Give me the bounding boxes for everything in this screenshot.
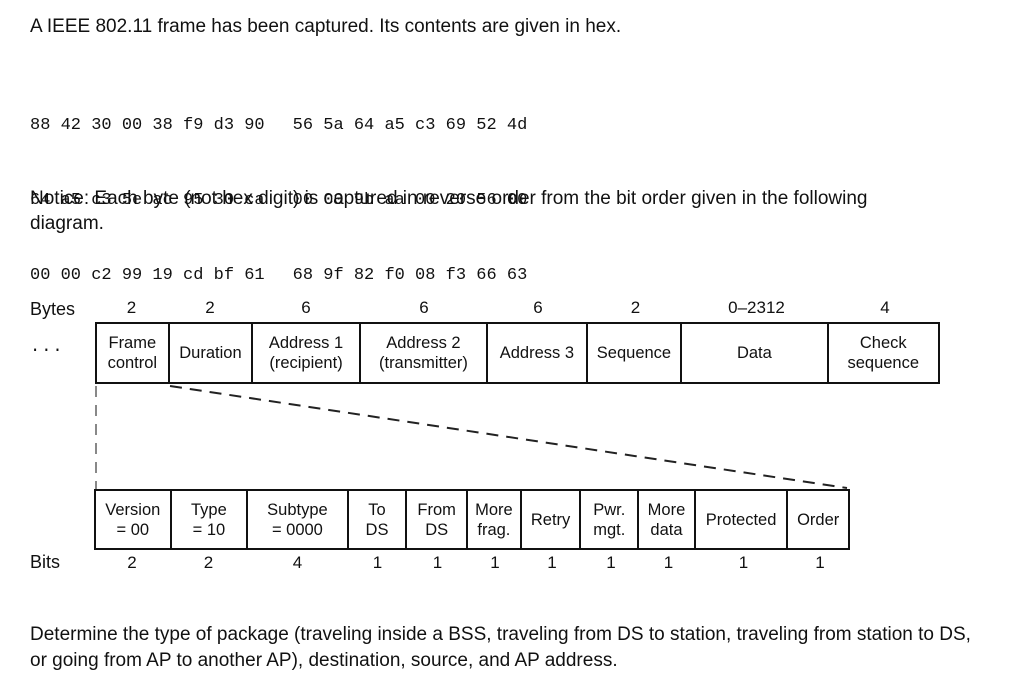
bit-size: 1 bbox=[738, 553, 749, 572]
bit-size: 1 bbox=[815, 553, 825, 572]
field-address-1: Address 1 (recipient) bbox=[253, 324, 361, 382]
field-duration: Duration bbox=[170, 324, 254, 382]
hex-row-left: 88 42 30 00 38 f9 d3 90 bbox=[30, 116, 265, 135]
field-type: Type = 10 bbox=[172, 491, 249, 548]
byte-size: 2 bbox=[126, 298, 137, 317]
field-more-data: More data bbox=[639, 491, 696, 548]
intro-text: A IEEE 802.11 frame has been captured. I… bbox=[30, 16, 622, 37]
hex-row-left: 00 00 c2 99 19 cd bf 61 bbox=[30, 266, 265, 285]
field-pwr-mgt: Pwr. mgt. bbox=[581, 491, 640, 548]
byte-size: 4 bbox=[880, 298, 890, 317]
hex-row-right: 56 5a 64 a5 c3 69 52 4d bbox=[292, 116, 528, 135]
field-version: Version = 00 bbox=[96, 491, 172, 548]
bit-size: 1 bbox=[432, 553, 443, 572]
notice-text: Notice: Each byte (not hex digit) is cap… bbox=[30, 188, 868, 234]
byte-size: 6 bbox=[419, 298, 429, 317]
bit-size: 1 bbox=[606, 553, 616, 572]
field-to-ds: To DS bbox=[349, 491, 408, 548]
field-address-2: Address 2 (transmitter) bbox=[361, 324, 489, 382]
bit-fields-table: Version = 00 Type = 10 Subtype = 0000 To… bbox=[94, 489, 850, 550]
field-order: Order bbox=[797, 510, 840, 529]
field-retry: Retry bbox=[522, 491, 582, 548]
hex-row: 88 42 30 00 38 f9 d3 90 56 5a 64 a5 c3 6… bbox=[30, 113, 527, 138]
field-data: Data bbox=[682, 324, 829, 382]
byte-fields-table: Frame control Duration Address 1 (recipi… bbox=[95, 322, 940, 384]
field-address-3: Address 3 bbox=[488, 324, 588, 382]
field-protected: Protected bbox=[696, 491, 789, 548]
bit-size: 1 bbox=[490, 553, 500, 572]
field-frame-control: Frame control bbox=[97, 324, 170, 382]
hex-dump: 88 42 30 00 38 f9 d3 90 56 5a 64 a5 c3 6… bbox=[30, 63, 527, 407]
field-more-frag: More frag. bbox=[468, 491, 522, 548]
field-sequence: Sequence bbox=[588, 324, 683, 382]
bit-size: 1 bbox=[663, 553, 674, 572]
byte-sizes-row: 2 2 6 6 6 2 0–2312 4 bbox=[95, 298, 940, 318]
field-subtype: Subtype = 0000 bbox=[248, 491, 349, 548]
byte-size: 6 bbox=[301, 298, 311, 317]
field-from-ds: From DS bbox=[407, 491, 469, 548]
bytes-row-label: Bytes bbox=[30, 299, 76, 319]
byte-size: 0–2312 bbox=[728, 298, 785, 317]
bit-size: 1 bbox=[547, 553, 557, 572]
hex-row: 00 00 c2 99 19 cd bf 61 68 9f 82 f0 08 f… bbox=[30, 263, 527, 288]
hex-row-right: 00 00 9b aa 00 20 56 00 bbox=[292, 191, 528, 210]
byte-size: 2 bbox=[205, 298, 215, 317]
hex-row: 64 a5 c3 5e ac 95 30 ca 00 00 9b aa 00 2… bbox=[30, 188, 527, 213]
field-check-sequence: Check sequence bbox=[847, 334, 920, 372]
hex-row-right: 68 9f 82 f0 08 f3 66 63 bbox=[292, 266, 528, 285]
question-text: Determine the type of package (traveling… bbox=[30, 624, 971, 671]
bit-size: 4 bbox=[292, 553, 303, 572]
bit-sizes-row: 2 2 4 1 1 1 1 1 1 1 1 bbox=[94, 553, 850, 573]
hex-ellipsis: ... bbox=[30, 338, 64, 357]
bit-size: 2 bbox=[203, 553, 214, 572]
hex-row-left: 64 a5 c3 5e ac 95 30 ca bbox=[30, 191, 265, 210]
byte-size: 6 bbox=[533, 298, 543, 317]
bits-row-label: Bits bbox=[30, 552, 61, 572]
bit-size: 2 bbox=[127, 553, 137, 572]
bit-size: 1 bbox=[372, 553, 383, 572]
byte-size: 2 bbox=[630, 298, 641, 317]
